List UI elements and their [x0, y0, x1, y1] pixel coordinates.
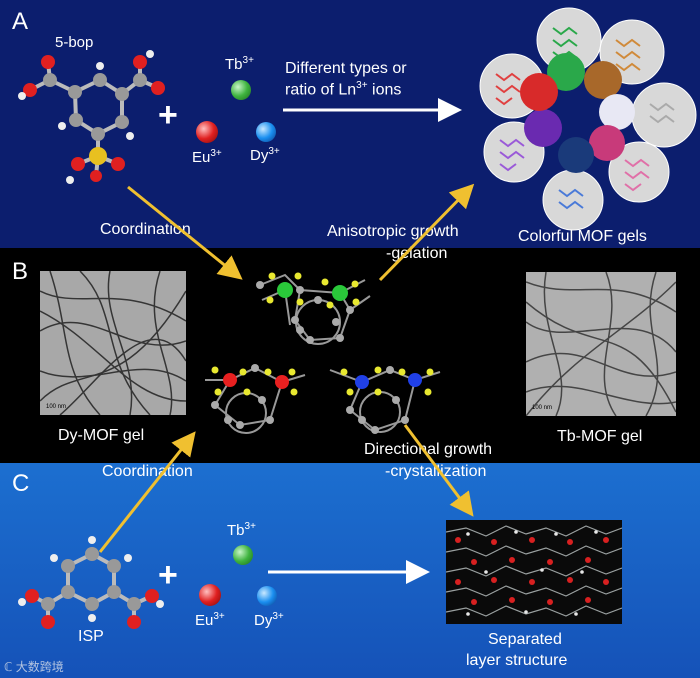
eu-ion-icon-c: [199, 584, 221, 606]
layer-structure-image: [446, 520, 622, 624]
dy-ion-icon: [256, 122, 276, 142]
ion-eu-label-c: Eu3+: [195, 611, 225, 629]
ion-dy-label-c: Dy3+: [254, 611, 284, 629]
plus-sign-c: +: [158, 556, 178, 595]
arrow-text-line1: Different types or: [285, 60, 407, 78]
gelation-label: -gelation: [386, 245, 447, 263]
dy-mof-gel-label: Dy-MOF gel: [58, 427, 144, 445]
ligand-isp-label: ISP: [78, 628, 104, 646]
tb-ion-icon-c: [233, 545, 253, 565]
dy-mof-tem-image: 100 nm: [40, 271, 186, 415]
ligand-5-bop-label: 5-bop: [55, 34, 93, 51]
plus-sign-a: +: [158, 96, 178, 135]
ion-tb-label-c: Tb3+: [227, 521, 256, 539]
coordination-label-a: Coordination: [100, 221, 191, 239]
arrow-text-line2: ratio of Ln3+ ions: [285, 80, 401, 99]
watermark: ℂ 大数跨境: [4, 658, 64, 675]
coordination-label-c: Coordination: [102, 463, 193, 481]
layer-structure-label: layer structure: [466, 652, 567, 670]
ion-eu-label-a: Eu3+: [192, 148, 222, 166]
panel-b-letter: B: [12, 258, 28, 286]
ion-tb-label-a: Tb3+: [225, 55, 254, 73]
colorful-mof-gels-label: Colorful MOF gels: [518, 228, 647, 246]
separated-label: Separated: [488, 631, 562, 649]
directional-growth-label: Directional growth: [364, 441, 492, 459]
dy-scale-bar-label: 100 nm: [46, 404, 66, 410]
tb-mof-gel-label: Tb-MOF gel: [557, 428, 642, 446]
panel-a-letter: A: [12, 8, 28, 36]
panel-c-letter: C: [12, 470, 29, 498]
dy-ion-icon-c: [257, 586, 277, 606]
tb-ion-icon: [231, 80, 251, 100]
anisotropic-growth-label: Anisotropic growth: [327, 223, 459, 241]
ion-dy-label-a: Dy3+: [250, 146, 280, 164]
panel-a: [0, 0, 700, 248]
eu-ion-icon: [196, 121, 218, 143]
tb-mof-tem-image: 100 nm: [526, 272, 676, 416]
watermark-logo-icon: ℂ: [4, 660, 12, 674]
crystallization-label: -crystallization: [385, 463, 486, 481]
tb-scale-bar-label: 100 nm: [532, 405, 552, 411]
